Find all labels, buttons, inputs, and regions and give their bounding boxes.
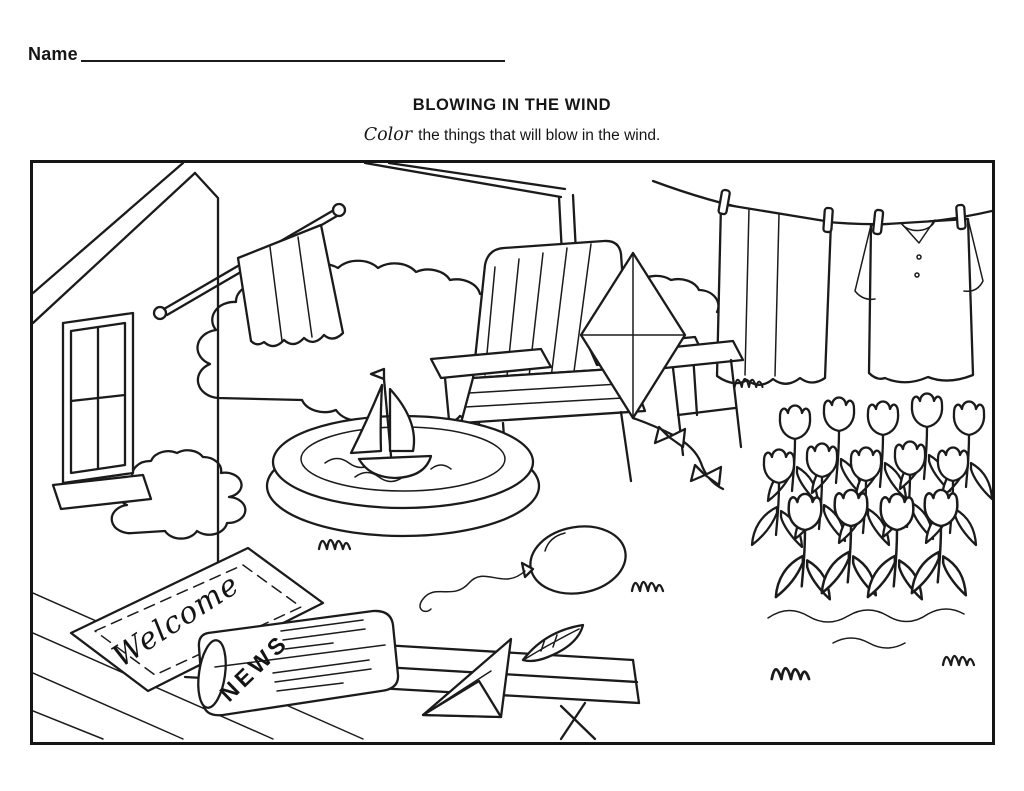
chair-seat bbox=[459, 366, 647, 425]
rod-towel bbox=[236, 223, 345, 348]
clothespin bbox=[717, 188, 731, 216]
name-label: Name bbox=[28, 44, 78, 64]
balloon-string bbox=[419, 570, 526, 613]
instruction-rest: the things that will blow in the wind. bbox=[418, 127, 661, 144]
hanging-shirt bbox=[854, 217, 984, 384]
balloon bbox=[419, 525, 627, 613]
name-blank-line bbox=[80, 59, 505, 62]
tulip bbox=[910, 488, 968, 597]
hanging-towel bbox=[715, 202, 833, 386]
scene-illustration: Welcome NEWS bbox=[33, 163, 992, 741]
towel-rod bbox=[152, 202, 347, 348]
grass-tuft bbox=[770, 666, 811, 681]
tulip-garden bbox=[750, 392, 992, 649]
kite-tail bbox=[631, 416, 725, 491]
worksheet-instruction: Color the things that will blow in the wi… bbox=[0, 125, 1024, 145]
clothespin bbox=[955, 203, 967, 231]
clothesline bbox=[651, 179, 992, 386]
newspaper: NEWS bbox=[197, 609, 400, 717]
grass-tuft bbox=[941, 654, 976, 667]
kite bbox=[579, 251, 725, 491]
clothespin bbox=[872, 208, 885, 236]
name-row: Name bbox=[28, 44, 505, 65]
instruction-word-color: Color bbox=[363, 125, 413, 145]
scene-frame: Welcome NEWS bbox=[30, 160, 995, 745]
window bbox=[51, 311, 153, 511]
chair-armrest bbox=[429, 347, 553, 380]
grass-tuft bbox=[630, 580, 665, 593]
feather bbox=[521, 623, 585, 663]
worksheet-title: BLOWING IN THE WIND bbox=[412, 96, 612, 114]
clothespin bbox=[822, 206, 834, 234]
toy-sailboat bbox=[349, 367, 433, 480]
house bbox=[33, 163, 364, 740]
kiddie-pool bbox=[265, 367, 541, 538]
window-sill bbox=[51, 473, 153, 511]
paper-airplane bbox=[421, 637, 513, 719]
tulip bbox=[820, 488, 878, 597]
grass-tuft bbox=[317, 538, 352, 551]
